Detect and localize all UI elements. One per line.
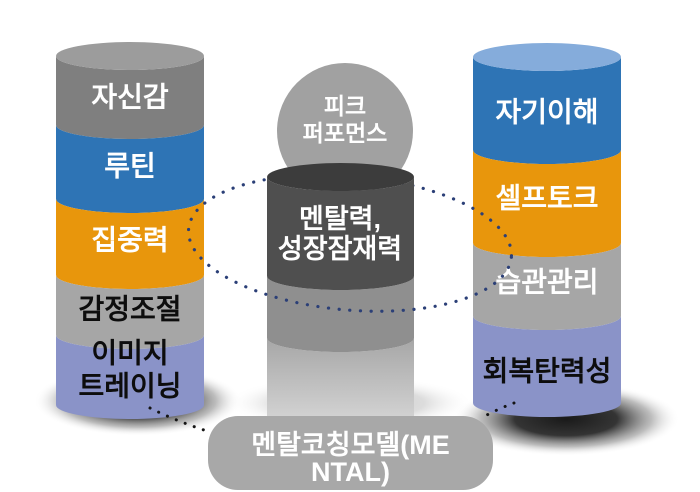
right-segment-self-understanding-label: 자기이해 bbox=[495, 97, 598, 128]
left-segment-routine bbox=[56, 125, 204, 213]
core-cylinder-label-line1: 멘탈력, bbox=[299, 204, 381, 234]
dotted-arc-left bbox=[148, 406, 209, 433]
left-column: 자신감 루틴 집중력 감정조절 이미지 트레이닝 bbox=[56, 42, 204, 419]
left-column-top-ellipse bbox=[56, 42, 204, 70]
right-segment-self-understanding bbox=[473, 57, 621, 164]
right-segment-resilience bbox=[473, 316, 621, 417]
center-medium-segment bbox=[267, 276, 414, 352]
bottom-label-box bbox=[208, 416, 493, 490]
bottom-label: 멘탈코칭모델(ME NTAL) bbox=[208, 416, 493, 490]
left-segment-emotion-regulation bbox=[56, 275, 204, 349]
right-segment-habit-management bbox=[473, 243, 621, 330]
bottom-label-line2: NTAL) bbox=[311, 457, 390, 487]
dotted-arc-right bbox=[483, 401, 516, 418]
left-segment-image-training-label-line2: 트레이닝 bbox=[78, 371, 181, 402]
right-segment-self-talk bbox=[473, 150, 621, 257]
bottom-label-line1: 멘탈코칭모델(ME bbox=[251, 430, 450, 460]
core-cylinder-label-line2: 성장잠재력 bbox=[278, 234, 402, 264]
dotted-orbit-ellipse bbox=[186, 173, 514, 313]
left-segment-image-training bbox=[56, 335, 204, 419]
right-segment-habit-management-label: 습관관리 bbox=[495, 267, 598, 298]
core-cylinder-top-ellipse bbox=[267, 163, 414, 191]
left-segment-emotion-regulation-label: 감정조절 bbox=[78, 294, 181, 325]
left-segment-image-training-label-line1: 이미지 bbox=[91, 338, 168, 369]
left-segment-confidence-label: 자신감 bbox=[91, 82, 169, 113]
right-segment-resilience-label: 회복탄력성 bbox=[483, 356, 612, 387]
peak-circle-label-line1: 피크 bbox=[324, 93, 366, 119]
left-segment-routine-label: 루틴 bbox=[104, 151, 156, 182]
right-column: 자기이해 셀프토크 습관관리 회복탄력성 bbox=[473, 43, 621, 417]
center-core: 피크 퍼포먼스 멘탈력, 성장잠재력 bbox=[267, 63, 414, 290]
right-column-top-ellipse bbox=[473, 43, 621, 71]
right-segment-self-talk-label: 셀프토크 bbox=[495, 183, 598, 214]
left-segment-concentration bbox=[56, 199, 204, 289]
peak-circle-label-line2: 퍼포먼스 bbox=[303, 120, 388, 146]
core-cylinder-body bbox=[267, 177, 414, 290]
left-segment-concentration-label: 집중력 bbox=[91, 225, 168, 256]
left-segment-confidence bbox=[56, 56, 204, 139]
